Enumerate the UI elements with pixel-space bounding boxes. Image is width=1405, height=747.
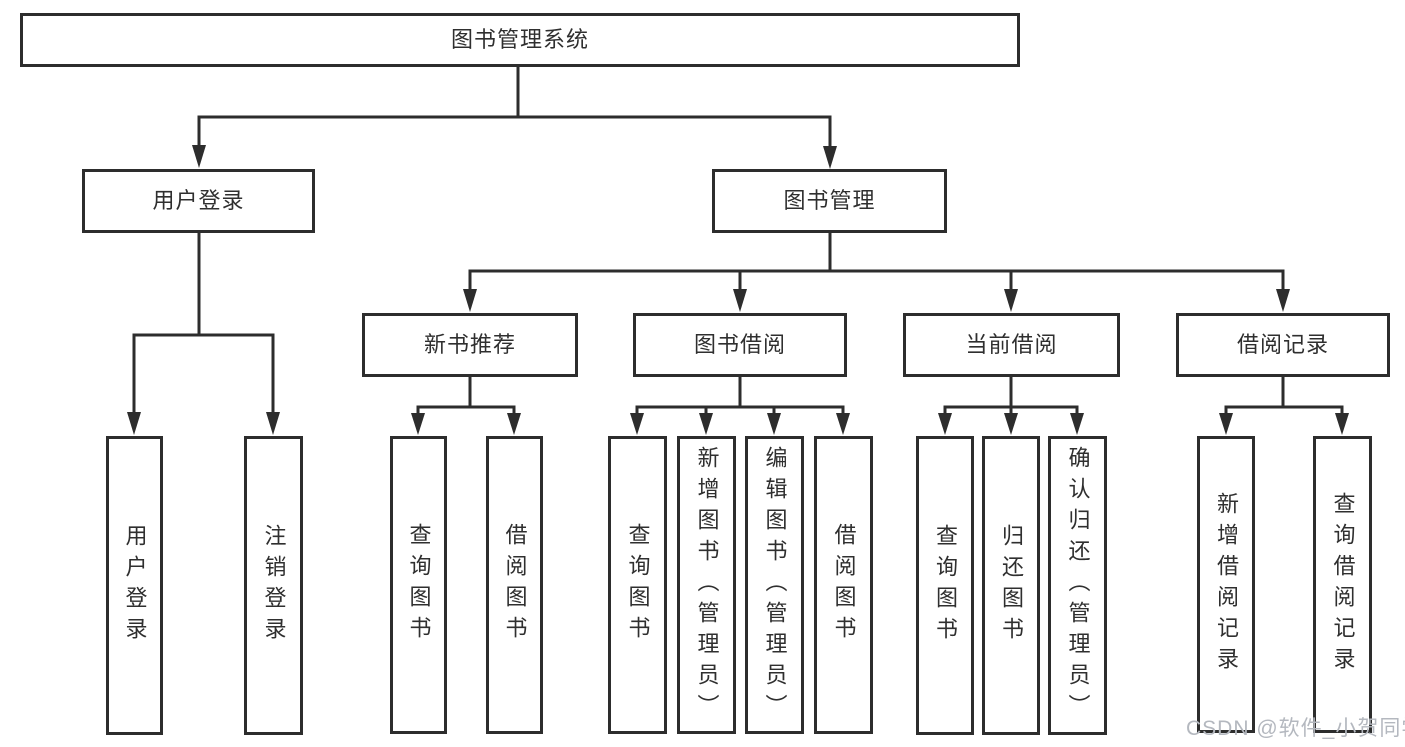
leaf-query-book-2: 查询图书: [608, 436, 667, 734]
leaf-query-book-1: 查询图书: [390, 436, 447, 734]
leaf-borrow-book-2: 借阅图书: [814, 436, 873, 734]
leaf-user-login-label: 用户登录: [122, 523, 148, 648]
leaf-borrow-book-2-label: 借阅图书: [831, 523, 857, 647]
leaf-add-borrow-record: 新增借阅记录: [1197, 436, 1255, 733]
leaf-logout: 注销登录: [244, 436, 303, 735]
leaf-query-book-1-label: 查询图书: [406, 523, 432, 647]
leaf-query-book-3-label: 查询图书: [933, 523, 958, 648]
leaf-query-book-2-label: 查询图书: [625, 523, 651, 647]
leaf-add-borrow-record-label: 新增借阅记录: [1214, 491, 1239, 678]
leaf-return-book-label: 归还图书: [999, 523, 1024, 648]
watermark: CSDN @软件_小贺同学: [1186, 717, 1405, 740]
leaf-query-book-3: 查询图书: [916, 436, 974, 735]
leaf-edit-book: 编辑图书（管理员）: [745, 436, 804, 734]
leaf-confirm-return: 确认归还（管理员）: [1048, 436, 1107, 735]
node-borrow-records: 借阅记录: [1176, 313, 1390, 377]
leaf-confirm-return-label: 确认归还（管理员）: [1065, 446, 1091, 725]
leaf-query-borrow-record-label: 查询借阅记录: [1330, 491, 1356, 678]
node-user-login-group: 用户登录: [82, 169, 315, 233]
leaf-borrow-book-1-label: 借阅图书: [502, 523, 528, 647]
node-current-borrow: 当前借阅: [903, 313, 1120, 377]
leaf-borrow-book-1: 借阅图书: [486, 436, 543, 734]
node-book-mgmt-group: 图书管理: [712, 169, 947, 233]
leaf-user-login: 用户登录: [106, 436, 163, 735]
node-book-borrow: 图书借阅: [633, 313, 847, 377]
node-new-book-rec: 新书推荐: [362, 313, 578, 377]
leaf-add-book-label: 新增图书（管理员）: [694, 445, 720, 725]
leaf-return-book: 归还图书: [982, 436, 1040, 735]
leaf-query-borrow-record: 查询借阅记录: [1313, 436, 1372, 733]
leaf-edit-book-label: 编辑图书（管理员）: [762, 445, 788, 725]
node-root: 图书管理系统: [20, 13, 1020, 67]
leaf-add-book: 新增图书（管理员）: [677, 436, 736, 734]
leaf-logout-label: 注销登录: [261, 523, 287, 648]
